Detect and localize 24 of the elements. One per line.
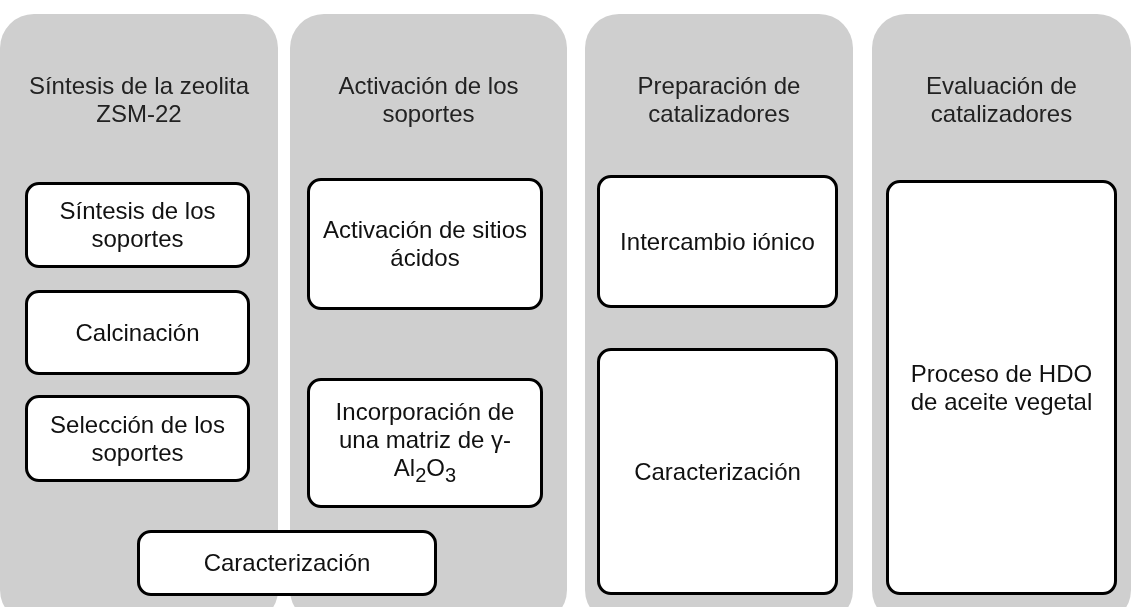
- step-box: [25, 182, 250, 268]
- step-box: [25, 290, 250, 375]
- step-box: [307, 378, 543, 508]
- step-text: Calcinación: [75, 318, 200, 347]
- column-heading: Preparación de catalizadores: [636, 72, 802, 128]
- step-text: Caracterización: [203, 549, 371, 577]
- step-text: Selección de los soportes: [49, 410, 226, 467]
- process-column: [585, 14, 853, 607]
- step-box: [307, 178, 543, 310]
- step-box: [597, 175, 838, 308]
- step-box: [137, 530, 437, 596]
- step-box: [597, 348, 838, 595]
- step-text: Síntesis de los soportes: [58, 197, 217, 253]
- step-box: [25, 395, 250, 482]
- column-heading: Activación de los soportes: [337, 72, 520, 128]
- step-text: Intercambio iónico: [620, 227, 815, 256]
- step-text: Incorporación de una matriz de γ-Al$_{2}$O$_{3}$: [334, 397, 516, 488]
- process-column: [872, 14, 1131, 607]
- step-text: Activación de sitios ácidos: [321, 216, 529, 272]
- column-heading: Evaluación de catalizadores: [925, 72, 1078, 128]
- step-box: [886, 180, 1117, 595]
- step-text: Proceso de HDO de aceite vegetal: [909, 359, 1094, 416]
- column-heading: Síntesis de la zeolita ZSM-22: [27, 72, 251, 128]
- step-text: Caracterización: [634, 457, 801, 486]
